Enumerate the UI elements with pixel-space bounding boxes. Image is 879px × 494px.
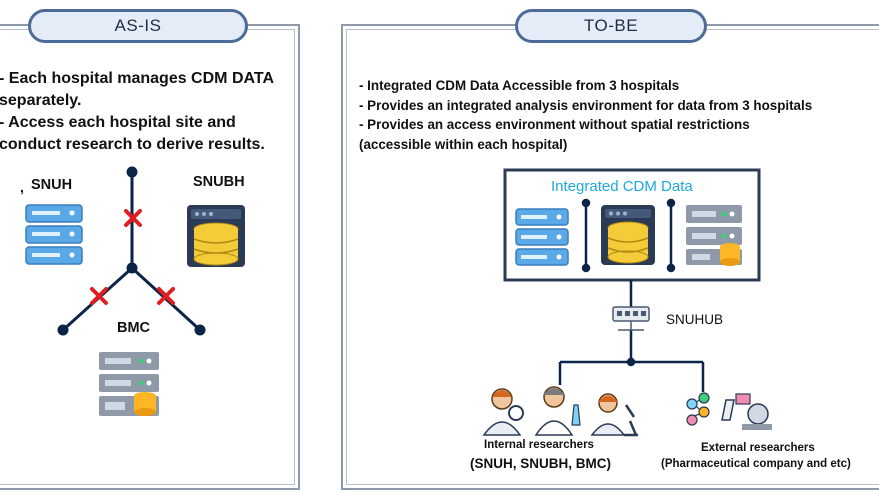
internal-researchers-sub: (SNUH, SNUBH, BMC) — [470, 456, 611, 471]
tobe-bullet-list: - Integrated CDM Data Accessible from 3 … — [359, 76, 812, 154]
asis-bullet-list: - Each hospital manages CDM DATA separat… — [0, 68, 274, 156]
tobe-title: TO-BE — [515, 9, 707, 43]
external-researchers-icon — [686, 392, 772, 430]
integrated-server-blue-icon — [515, 208, 569, 266]
blocked-cross-icon — [90, 287, 108, 305]
asis-bullet-4: conduct research to derive results. — [0, 136, 265, 153]
label-snuhub: SNUHUB — [666, 312, 724, 327]
snubh-database-server-icon — [187, 205, 245, 267]
tobe-bullet-3: - Provides an access environment without… — [359, 117, 750, 132]
network-node — [126, 166, 138, 178]
label-bmc: BMC — [117, 320, 151, 336]
integrated-server-gray-icon — [686, 205, 742, 266]
external-researchers-label: External researchers — [701, 442, 815, 454]
label-snuh: SNUH — [31, 177, 73, 193]
asis-bullet-1: - Each hospital manages CDM DATA — [0, 70, 274, 87]
tobe-bullet-4: (accessible within each hospital) — [359, 136, 568, 152]
bmc-server-icon — [99, 352, 159, 416]
network-node — [57, 324, 69, 336]
blocked-cross-icon — [157, 287, 175, 305]
tobe-bullet-2: - Provides an integrated analysis enviro… — [359, 97, 813, 113]
label-snubh: SNUBH — [193, 174, 245, 190]
asis-title: AS-IS — [28, 9, 248, 43]
internal-researchers-label: Internal researchers — [484, 439, 594, 451]
external-researchers-sub: (Pharmaceutical company and etc) — [661, 458, 851, 470]
snuh-server-icon — [25, 204, 83, 265]
hub-switch-icon — [612, 306, 650, 331]
network-line-right — [130, 266, 202, 332]
tobe-bullet-1: - Integrated CDM Data Accessible from 3 … — [359, 78, 680, 93]
asis-bullet-2: separately. — [0, 92, 82, 109]
network-node — [126, 262, 138, 274]
stray-dot: , — [20, 179, 24, 195]
integrated-database-server-icon — [601, 205, 655, 265]
integrated-cdm-title: Integrated CDM Data — [551, 178, 693, 195]
network-node — [194, 324, 206, 336]
asis-bullet-3: - Access each hospital site and — [0, 114, 236, 131]
blocked-cross-icon — [124, 209, 142, 227]
internal-researchers-icon — [482, 386, 638, 437]
